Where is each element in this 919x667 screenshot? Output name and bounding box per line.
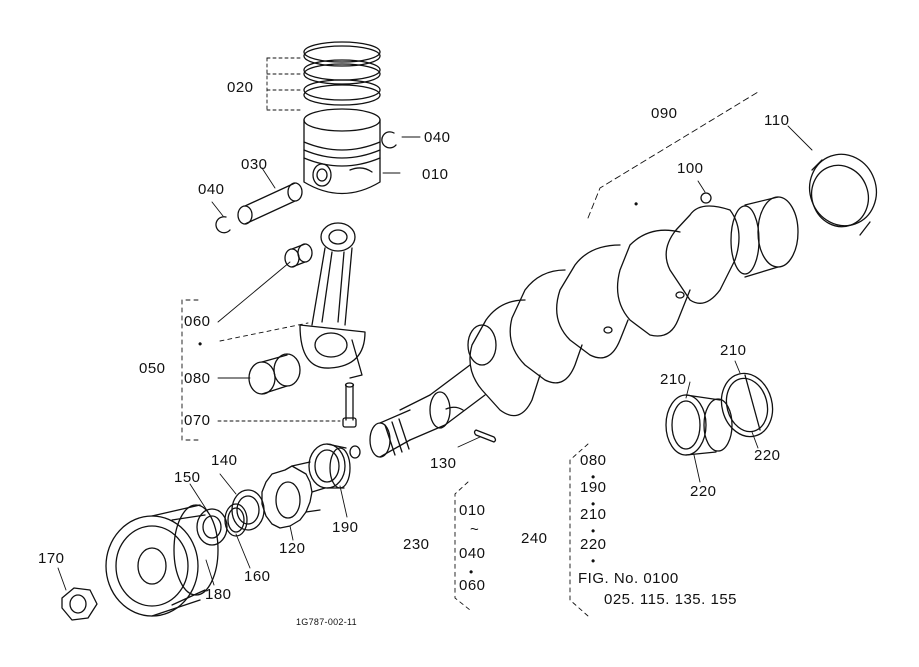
figure-reference: FIG. No. 0100 xyxy=(578,570,679,587)
label-240: 240 xyxy=(521,530,548,547)
label-150: 150 xyxy=(174,469,201,486)
snap-ring-left xyxy=(215,216,231,234)
label-210-right: 210 xyxy=(720,342,747,359)
group-240-item-3: 210 xyxy=(580,506,607,523)
group-240-dot-2: • xyxy=(591,497,596,511)
group-230-first: 010 xyxy=(459,502,486,519)
label-220-right: 220 xyxy=(754,447,781,464)
group-240-item-1: 080 xyxy=(580,452,607,469)
group-240-dot-3: • xyxy=(591,524,596,538)
rear-oil-seal xyxy=(808,153,878,236)
group-240-dot-4: • xyxy=(591,554,596,568)
label-220-left: 220 xyxy=(690,483,717,500)
pulley-nut xyxy=(61,587,98,621)
crank-pulley xyxy=(105,504,219,617)
group-240-item-4: 220 xyxy=(580,536,607,553)
group-240-dot-1: • xyxy=(591,470,596,484)
front-seal-ring xyxy=(196,508,228,546)
group-240-item-2: 190 xyxy=(580,479,607,496)
group-090-dot: • xyxy=(634,197,639,211)
group-230-dot: • xyxy=(469,565,474,579)
group-230-second: 040 xyxy=(459,545,486,562)
thrust-bearing-set xyxy=(665,372,774,456)
crankshaft xyxy=(349,196,799,459)
label-040-right: 040 xyxy=(424,129,451,146)
piston-pin xyxy=(237,182,303,225)
label-080: 080 xyxy=(184,370,211,387)
label-160: 160 xyxy=(244,568,271,585)
piston xyxy=(303,108,381,195)
label-140: 140 xyxy=(211,452,238,469)
label-230: 230 xyxy=(403,536,430,553)
group-230-third: 060 xyxy=(459,577,486,594)
label-120: 120 xyxy=(279,540,306,557)
drawing-code: 1G787-002-11 xyxy=(296,617,357,627)
snap-ring-right xyxy=(381,131,397,149)
collar xyxy=(231,489,265,531)
leader-lines xyxy=(57,57,813,617)
connecting-rod xyxy=(299,222,366,379)
group-050-dot: • xyxy=(198,337,203,351)
crank-gear xyxy=(261,461,326,529)
label-040-left: 040 xyxy=(198,181,225,198)
label-190: 190 xyxy=(332,519,359,536)
small-end-bushing xyxy=(284,243,313,268)
label-030: 030 xyxy=(241,156,268,173)
group-230-range-mark: ~ xyxy=(470,521,480,538)
label-090: 090 xyxy=(651,105,678,122)
crank-gear-bushing xyxy=(308,443,351,489)
o-ring xyxy=(224,503,248,537)
label-070: 070 xyxy=(184,412,211,429)
piston-rings xyxy=(303,41,381,106)
label-180: 180 xyxy=(205,586,232,603)
label-170: 170 xyxy=(38,550,65,567)
ball xyxy=(700,192,712,204)
label-020: 020 xyxy=(227,79,254,96)
label-100: 100 xyxy=(677,160,704,177)
label-110: 110 xyxy=(764,112,790,129)
figure-reference-list: 025. 115. 135. 155 xyxy=(604,591,737,608)
label-130: 130 xyxy=(430,455,457,472)
label-010: 010 xyxy=(422,166,449,183)
label-060: 060 xyxy=(184,313,211,330)
rod-bolt xyxy=(342,382,357,428)
label-210-left: 210 xyxy=(660,371,687,388)
key xyxy=(445,406,497,443)
label-050: 050 xyxy=(139,360,166,377)
crankpin-bearing xyxy=(248,353,301,395)
